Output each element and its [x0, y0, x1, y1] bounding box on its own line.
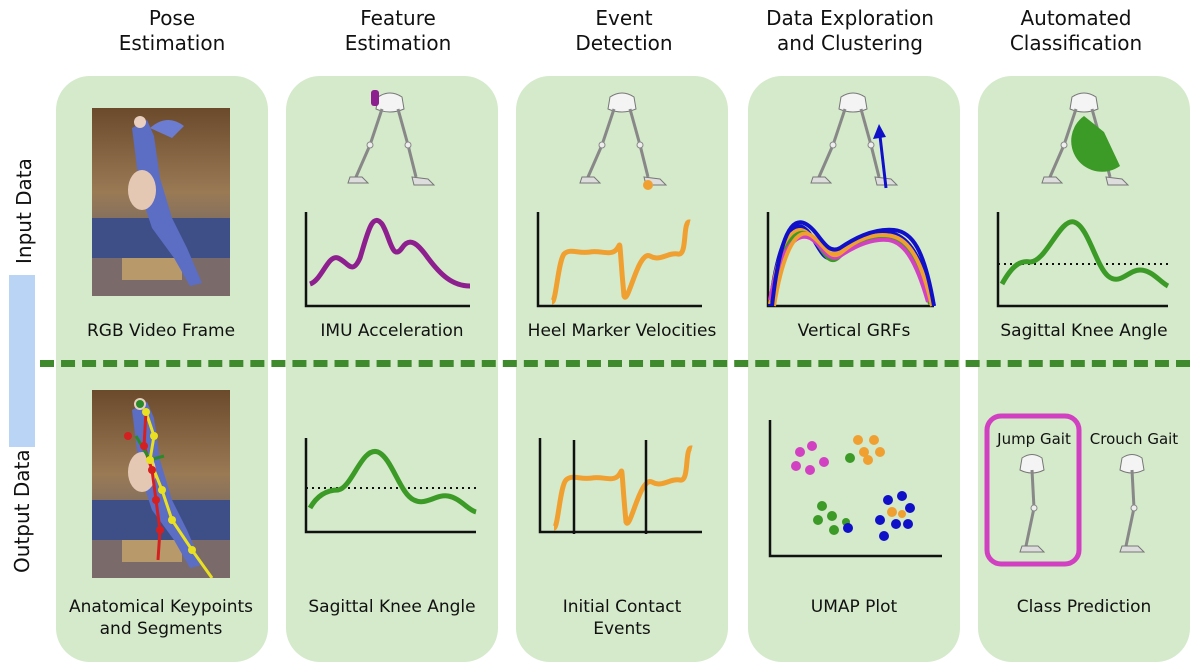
caption-class-prediction: Class Prediction [1016, 597, 1152, 617]
panel-feature-estimation [286, 76, 498, 662]
imu-acceleration-curve [308, 218, 471, 289]
heel-marker [643, 180, 653, 190]
axes-grf [766, 212, 934, 308]
vertical-grf-curves [768, 220, 936, 307]
axes-imu [304, 212, 470, 308]
panel-data-exploration [748, 76, 960, 662]
column-title-feature-estimation: Feature Estimation [344, 6, 452, 55]
row-indicator-bar [9, 275, 35, 447]
rgb-video-frame-image [92, 108, 230, 296]
axes-umap [768, 420, 942, 558]
class-label-crouch-gait: Crouch Gait [1089, 430, 1179, 448]
caption-initial-contact-events: Initial Contact Events [562, 597, 682, 639]
axes-knee-output [304, 438, 476, 534]
knee-angle-wedge-icon [1071, 116, 1120, 172]
jump-gait-skeleton-icon [1018, 453, 1046, 554]
skeleton-icon-feature [346, 91, 436, 187]
caption-sagittal-knee-angle-input: Sagittal Knee Angle [1000, 321, 1168, 341]
column-title-data-exploration: Data Exploration and Clustering [766, 6, 934, 55]
caption-sagittal-knee-angle-output: Sagittal Knee Angle [308, 597, 476, 617]
keypoints-video-frame-image [92, 390, 230, 578]
grf-arrow-icon [873, 124, 888, 189]
knee-angle-input-curve [999, 219, 1170, 289]
column-title-pose-estimation: Pose Estimation [118, 6, 226, 55]
column-title-automated-classification: Automated Classification [1009, 6, 1143, 55]
umap-cluster-blue [843, 491, 915, 541]
axes-events [538, 438, 702, 534]
panel-event-detection [516, 76, 728, 662]
imu-sensor-marker [371, 90, 379, 106]
caption-anatomical-keypoints: Anatomical Keypoints and Segments [68, 597, 254, 639]
skeleton-icon-event [578, 91, 668, 187]
umap-cluster-orange [853, 435, 885, 465]
caption-vertical-grfs: Vertical GRFs [797, 321, 911, 341]
umap-cluster-orange-2 [887, 507, 906, 518]
knee-angle-output-curve [307, 449, 477, 515]
umap-cluster-magenta [791, 441, 829, 475]
caption-umap-plot: UMAP Plot [810, 597, 898, 617]
umap-cluster-green [813, 501, 850, 535]
caption-imu-acceleration: IMU Acceleration [320, 321, 464, 341]
row-divider [40, 360, 1190, 367]
axes-knee-input [996, 212, 1168, 308]
axes-heel [536, 212, 702, 308]
caption-heel-marker-velocities: Heel Marker Velocities [527, 321, 717, 341]
heel-velocity-curve [549, 219, 691, 305]
selected-class-highlight [984, 413, 1082, 567]
initial-contact-curve [551, 445, 693, 531]
class-label-jump-gait: Jump Gait [997, 430, 1071, 448]
column-title-event-detection: Event Detection [575, 6, 673, 55]
crouch-gait-skeleton-icon [1118, 453, 1146, 554]
caption-rgb-video-frame: RGB Video Frame [86, 321, 236, 341]
umap-point-green-outlier [845, 453, 855, 463]
